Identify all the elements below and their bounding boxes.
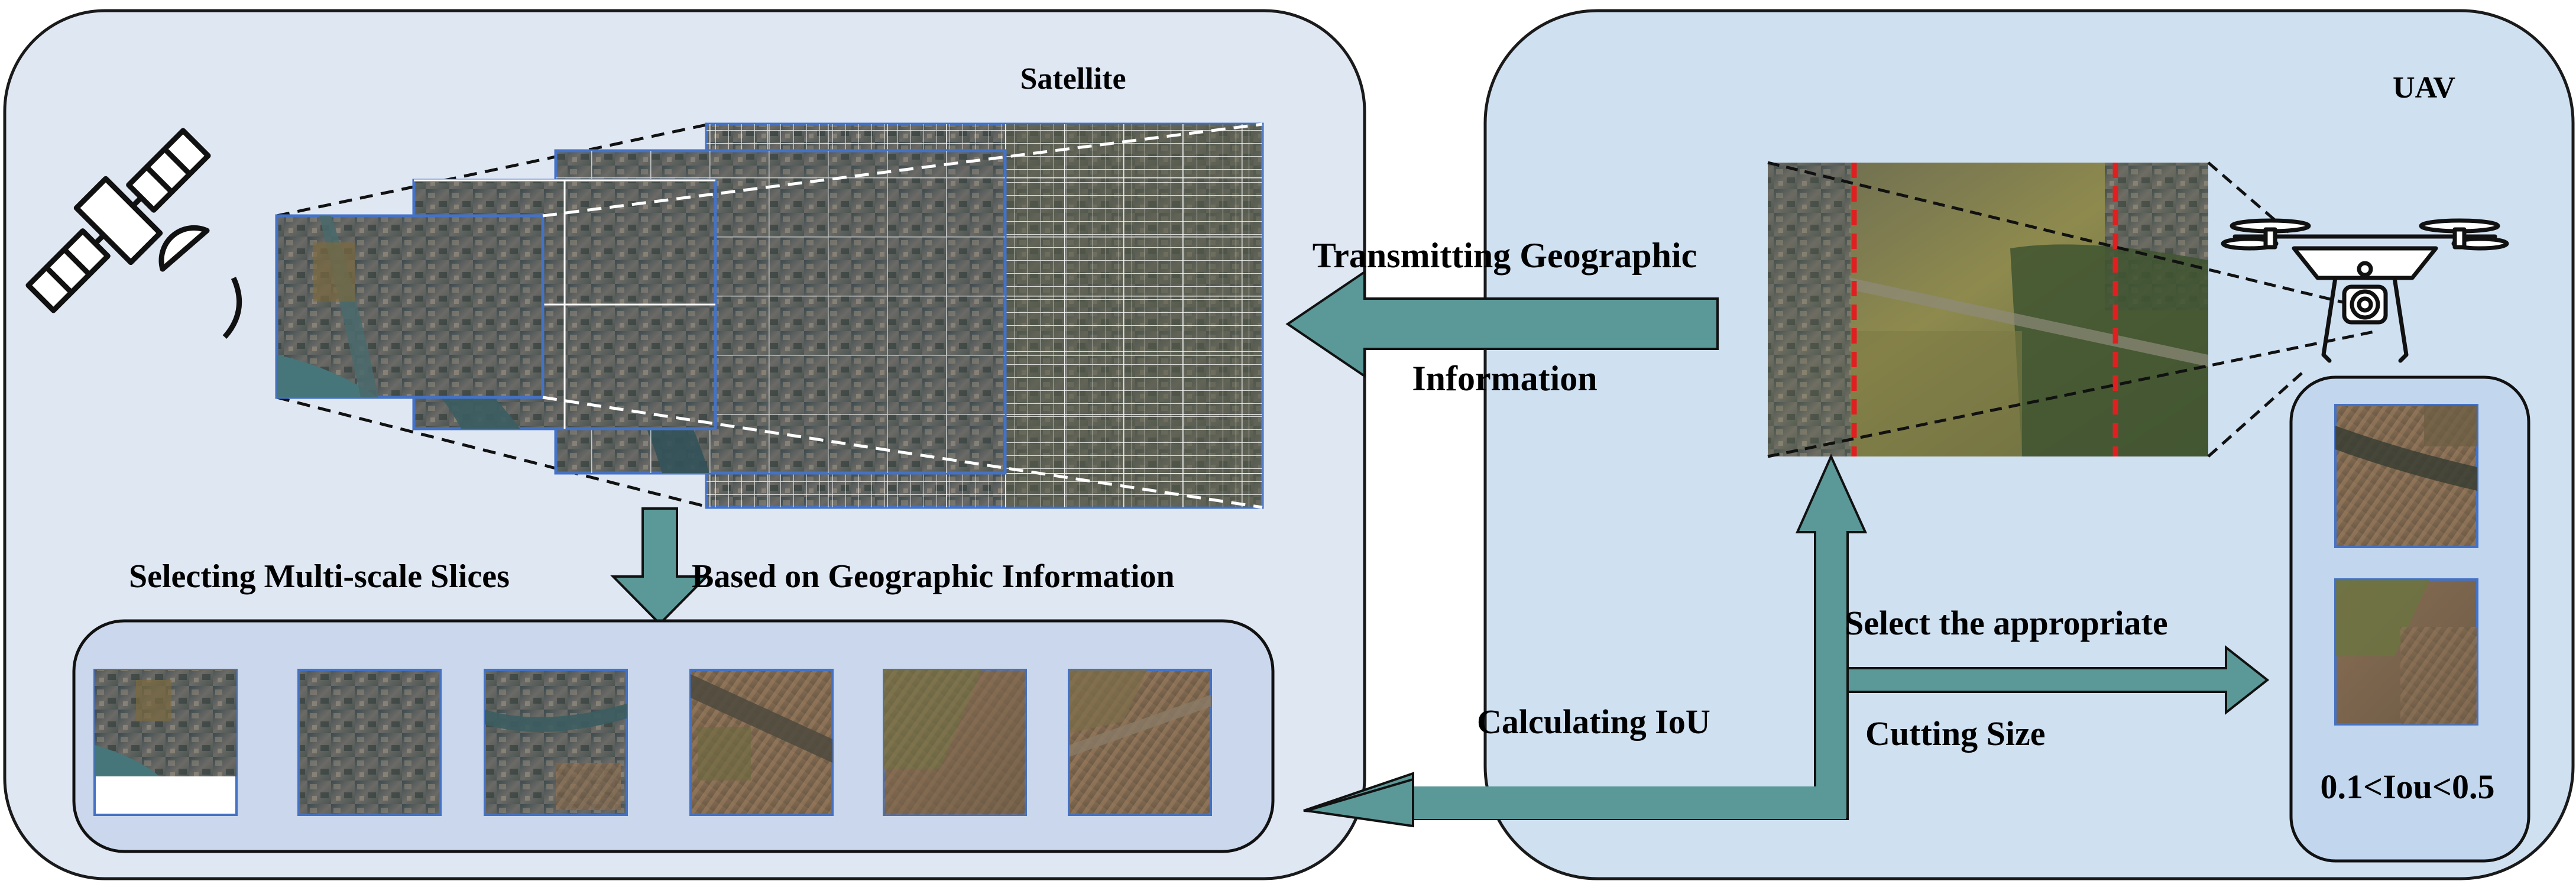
slice-3 [484, 669, 628, 816]
transmitting-label-line1: Transmitting Geographic [1313, 236, 1697, 275]
satellite-image-stack [275, 122, 1264, 509]
selected-slice-2 [2334, 578, 2478, 726]
select-arrow [1846, 645, 2270, 715]
iou-range-label: 0.1<Iou<0.5 [2321, 768, 2495, 806]
transmit-arrow [1285, 270, 1719, 378]
calculating-label: Calculating IoU [1477, 702, 1710, 741]
satellite-icon [25, 128, 242, 339]
uav-image [1767, 161, 2377, 458]
select-label-line1: Select the appropriate [1845, 604, 2168, 642]
uav-title: UAV [2393, 71, 2455, 105]
slice-1 [93, 669, 238, 816]
slice-list [93, 669, 1212, 816]
selected-slice-1 [2334, 404, 2478, 548]
drone-icon [2221, 218, 2509, 363]
selecting-arrow [610, 507, 709, 626]
slice-2 [297, 669, 442, 816]
slice-5 [883, 669, 1027, 816]
transmitting-label-line2: Information [1412, 359, 1597, 398]
select-label-line2: Cutting Size [1865, 714, 2046, 753]
selecting-label: Selecting Multi-scale Slices [129, 558, 510, 595]
satellite-title: Satellite [1020, 62, 1126, 96]
based-on-label: Based on Geographic Information [692, 558, 1175, 595]
slice-6 [1068, 669, 1212, 816]
slice-4 [689, 669, 834, 816]
